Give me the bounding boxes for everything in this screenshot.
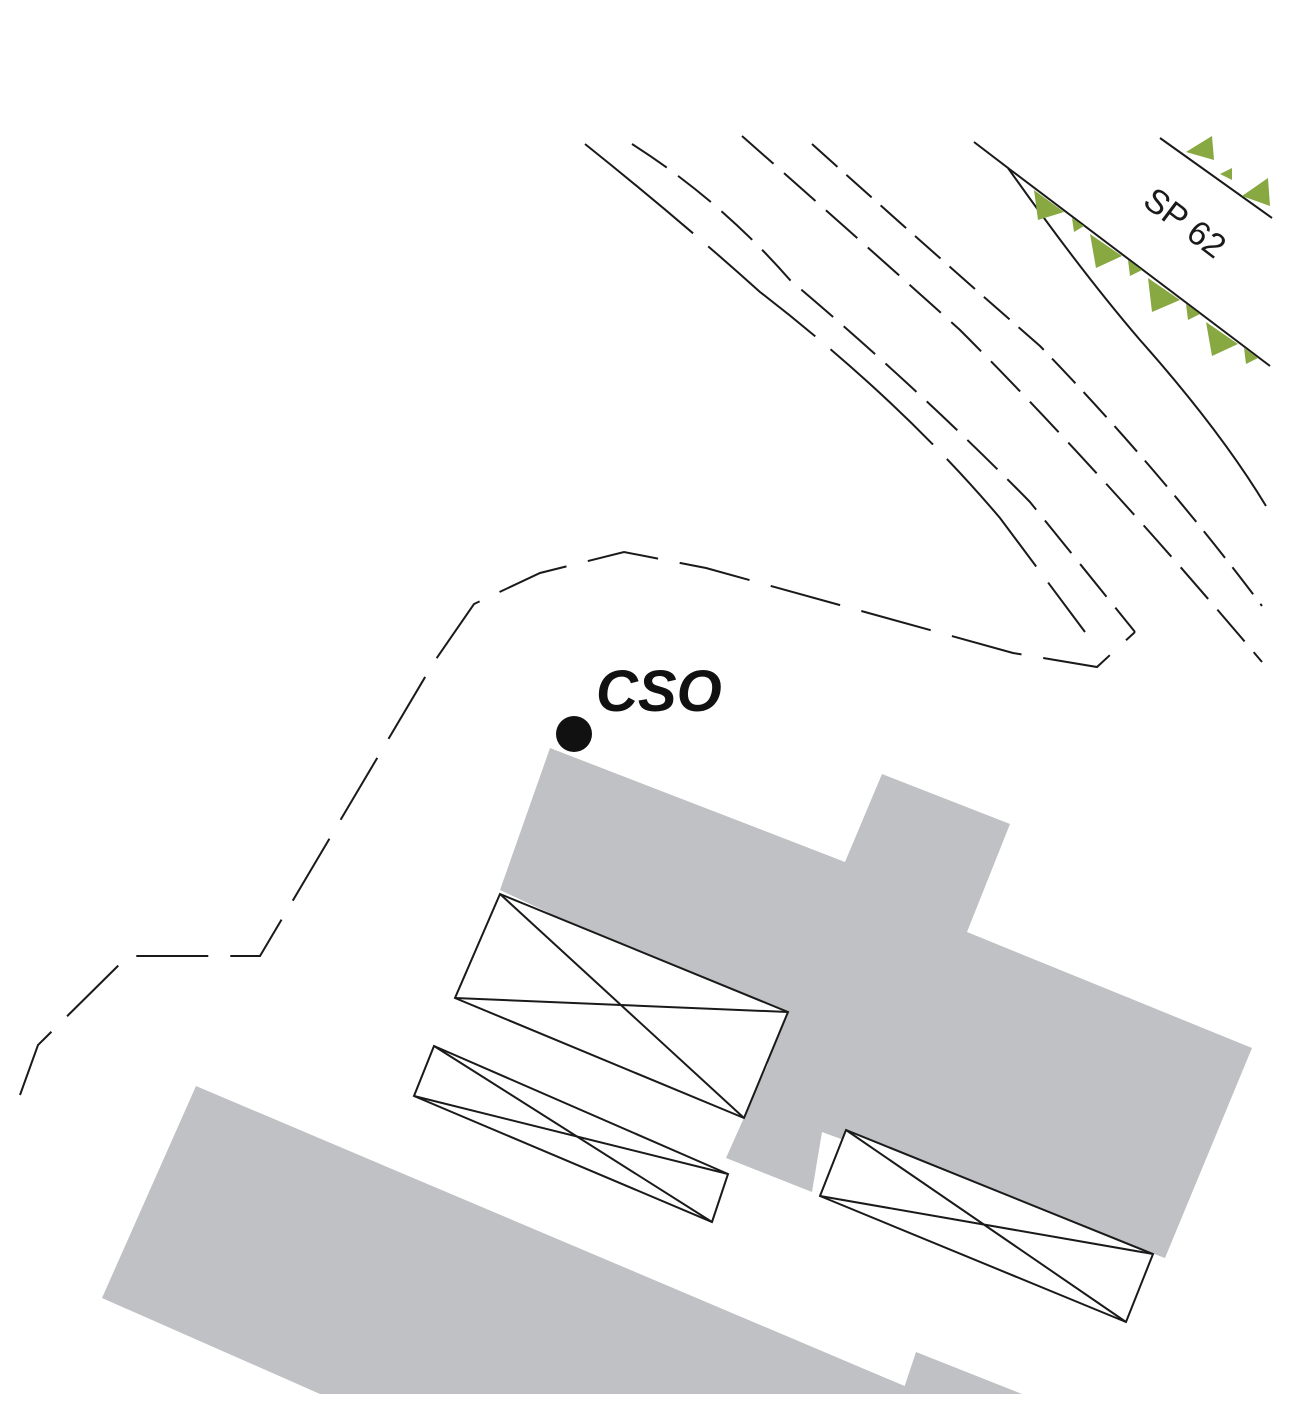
crossed-structure-1 [453, 892, 790, 1120]
dashed-boundary-path [19, 550, 1136, 1096]
contour-line-1 [584, 143, 1086, 633]
crossed-structure-2 [412, 1044, 730, 1224]
crossed-structure-3 [818, 1128, 1155, 1324]
embankment-marker [1220, 168, 1232, 180]
contour-line-2 [631, 143, 1136, 633]
contour-line-5 [973, 141, 1267, 507]
contour-line-4 [811, 143, 1263, 607]
road-label: SP 62 [1136, 180, 1232, 266]
cso-label: CSO [596, 659, 722, 724]
cso-point-marker[interactable] [556, 716, 592, 752]
embankment-marker [1206, 322, 1238, 356]
embankment-marker [1148, 278, 1180, 312]
crossed-structures [412, 892, 1155, 1324]
buildings [102, 748, 1252, 1394]
embankment-marker [1186, 304, 1200, 320]
embankment-marker [1244, 348, 1258, 364]
embankment-markers [1034, 136, 1270, 364]
contour-line-3 [741, 135, 1263, 663]
building-south-small [902, 1352, 1022, 1394]
embankment-marker [1072, 218, 1084, 232]
contour-lines [584, 135, 1273, 663]
embankment-marker [1186, 136, 1214, 160]
embankment-marker [1242, 178, 1270, 206]
embankment-marker [1034, 190, 1064, 220]
embankment-marker [1128, 260, 1142, 276]
building-southwest [102, 1086, 914, 1394]
embankment-marker [1090, 234, 1122, 268]
embankment-top-line [1007, 167, 1271, 367]
building-main [500, 748, 1252, 1258]
road-edge-line [1159, 137, 1273, 219]
